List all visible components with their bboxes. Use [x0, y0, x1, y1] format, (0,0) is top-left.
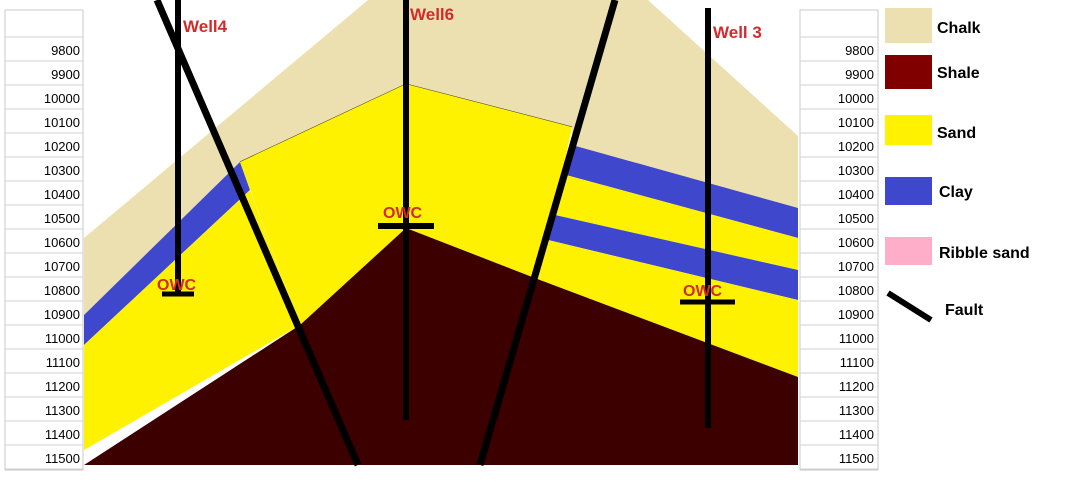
- right-depth-label: 10700: [838, 259, 874, 274]
- right-depth-label: 11300: [839, 403, 874, 418]
- left-axis-gridlines: [5, 36, 83, 470]
- legend-swatch-clay: [885, 177, 932, 205]
- legend-swatch-chalk: [885, 8, 932, 43]
- fault-right: [476, 0, 619, 466]
- right-depth-axis: 9800 9900 10000 10100 10200 10300 10400 10500 10…: [799, 9, 879, 471]
- left-axis-labels: 9800 9900 10000 10100 10200 10300 10400 10500 10…: [44, 43, 80, 466]
- right-axis-frame: [799, 9, 879, 471]
- legend-label-clay: Clay: [939, 184, 973, 201]
- well-4-label: Well4: [183, 17, 228, 36]
- right-depth-label: 10800: [838, 283, 874, 298]
- fault-left: [153, 0, 362, 467]
- sand-layer-left: [84, 190, 300, 450]
- clay-layer-left: [84, 162, 250, 345]
- left-depth-label: 10900: [44, 307, 80, 322]
- well-4: Well4 OWC: [157, 0, 228, 297]
- formation-layers: [84, 0, 798, 465]
- left-axis-frame: [4, 9, 84, 471]
- right-axis-labels: 9800 9900 10000 10100 10200 10300 10400 10500 10…: [838, 43, 874, 466]
- legend-label-ribble-sand: Ribble sand: [939, 245, 1030, 262]
- right-axis-gridlines: [800, 36, 878, 470]
- left-depth-label: 10000: [44, 91, 80, 106]
- left-depth-label: 10600: [44, 235, 80, 250]
- well-3-owc-label: OWC: [683, 283, 723, 300]
- left-depth-label: 9900: [51, 67, 80, 82]
- sand-layer-right-upper: [555, 175, 798, 270]
- faults: [153, 0, 619, 467]
- left-depth-label: 10100: [44, 115, 80, 130]
- right-depth-label: 11000: [839, 331, 874, 346]
- right-depth-label: 10400: [838, 187, 874, 202]
- legend-swatch-fault: [886, 290, 933, 323]
- shale-layer: [84, 228, 798, 465]
- legend-swatch-sand: [885, 115, 932, 145]
- left-depth-label: 11000: [45, 331, 80, 346]
- clay-layer-right-upper: [566, 145, 798, 238]
- legend-swatch-shale: [885, 55, 932, 89]
- right-depth-label: 10200: [838, 139, 874, 154]
- left-depth-label: 10800: [44, 283, 80, 298]
- chalk-layer: [84, 0, 798, 315]
- legend-label-shale: Shale: [937, 65, 980, 82]
- right-depth-label: 10600: [838, 235, 874, 250]
- well-3-label: Well 3: [713, 23, 762, 42]
- right-depth-label: 11400: [839, 427, 874, 442]
- right-depth-label: 10900: [838, 307, 874, 322]
- right-depth-label: 10300: [838, 163, 874, 178]
- left-depth-label: 10200: [44, 139, 80, 154]
- right-depth-label: 9800: [845, 43, 874, 58]
- legend-label-fault: Fault: [945, 302, 984, 319]
- right-depth-label: 10100: [838, 115, 874, 130]
- well-4-owc-label: OWC: [157, 277, 197, 294]
- left-depth-label: 9800: [51, 43, 80, 58]
- right-depth-label: 11200: [839, 379, 874, 394]
- left-depth-label: 11400: [45, 427, 80, 442]
- right-depth-label: 11100: [840, 355, 874, 370]
- legend-label-sand: Sand: [937, 125, 976, 142]
- left-depth-label: 10700: [44, 259, 80, 274]
- right-depth-label: 10000: [838, 91, 874, 106]
- right-depth-label: 9900: [845, 67, 874, 82]
- left-depth-label: 10400: [44, 187, 80, 202]
- well-3: Well 3 OWC: [680, 8, 762, 428]
- left-depth-label: 11100: [46, 355, 80, 370]
- right-depth-label: 11500: [839, 451, 874, 466]
- legend-label-chalk: Chalk: [937, 20, 981, 37]
- sand-layer-right-lower: [540, 240, 798, 377]
- clay-layer-right-lower: [548, 215, 798, 300]
- legend: Chalk Shale Sand Clay Ribble sand Fault: [885, 8, 1030, 323]
- left-depth-label: 11200: [45, 379, 80, 394]
- well-6-label: Well6: [410, 5, 454, 24]
- legend-swatch-ribble-sand: [885, 237, 932, 265]
- right-depth-label: 10500: [838, 211, 874, 226]
- well-6: Well6 OWC: [378, 0, 454, 420]
- left-depth-label: 10300: [44, 163, 80, 178]
- left-depth-axis: 9800 9900 10000 10100 10200 10300 10400 10500 10…: [4, 9, 84, 471]
- left-depth-label: 11500: [45, 451, 80, 466]
- well-6-owc-label: OWC: [383, 205, 423, 222]
- left-depth-label: 10500: [44, 211, 80, 226]
- left-depth-label: 11300: [45, 403, 80, 418]
